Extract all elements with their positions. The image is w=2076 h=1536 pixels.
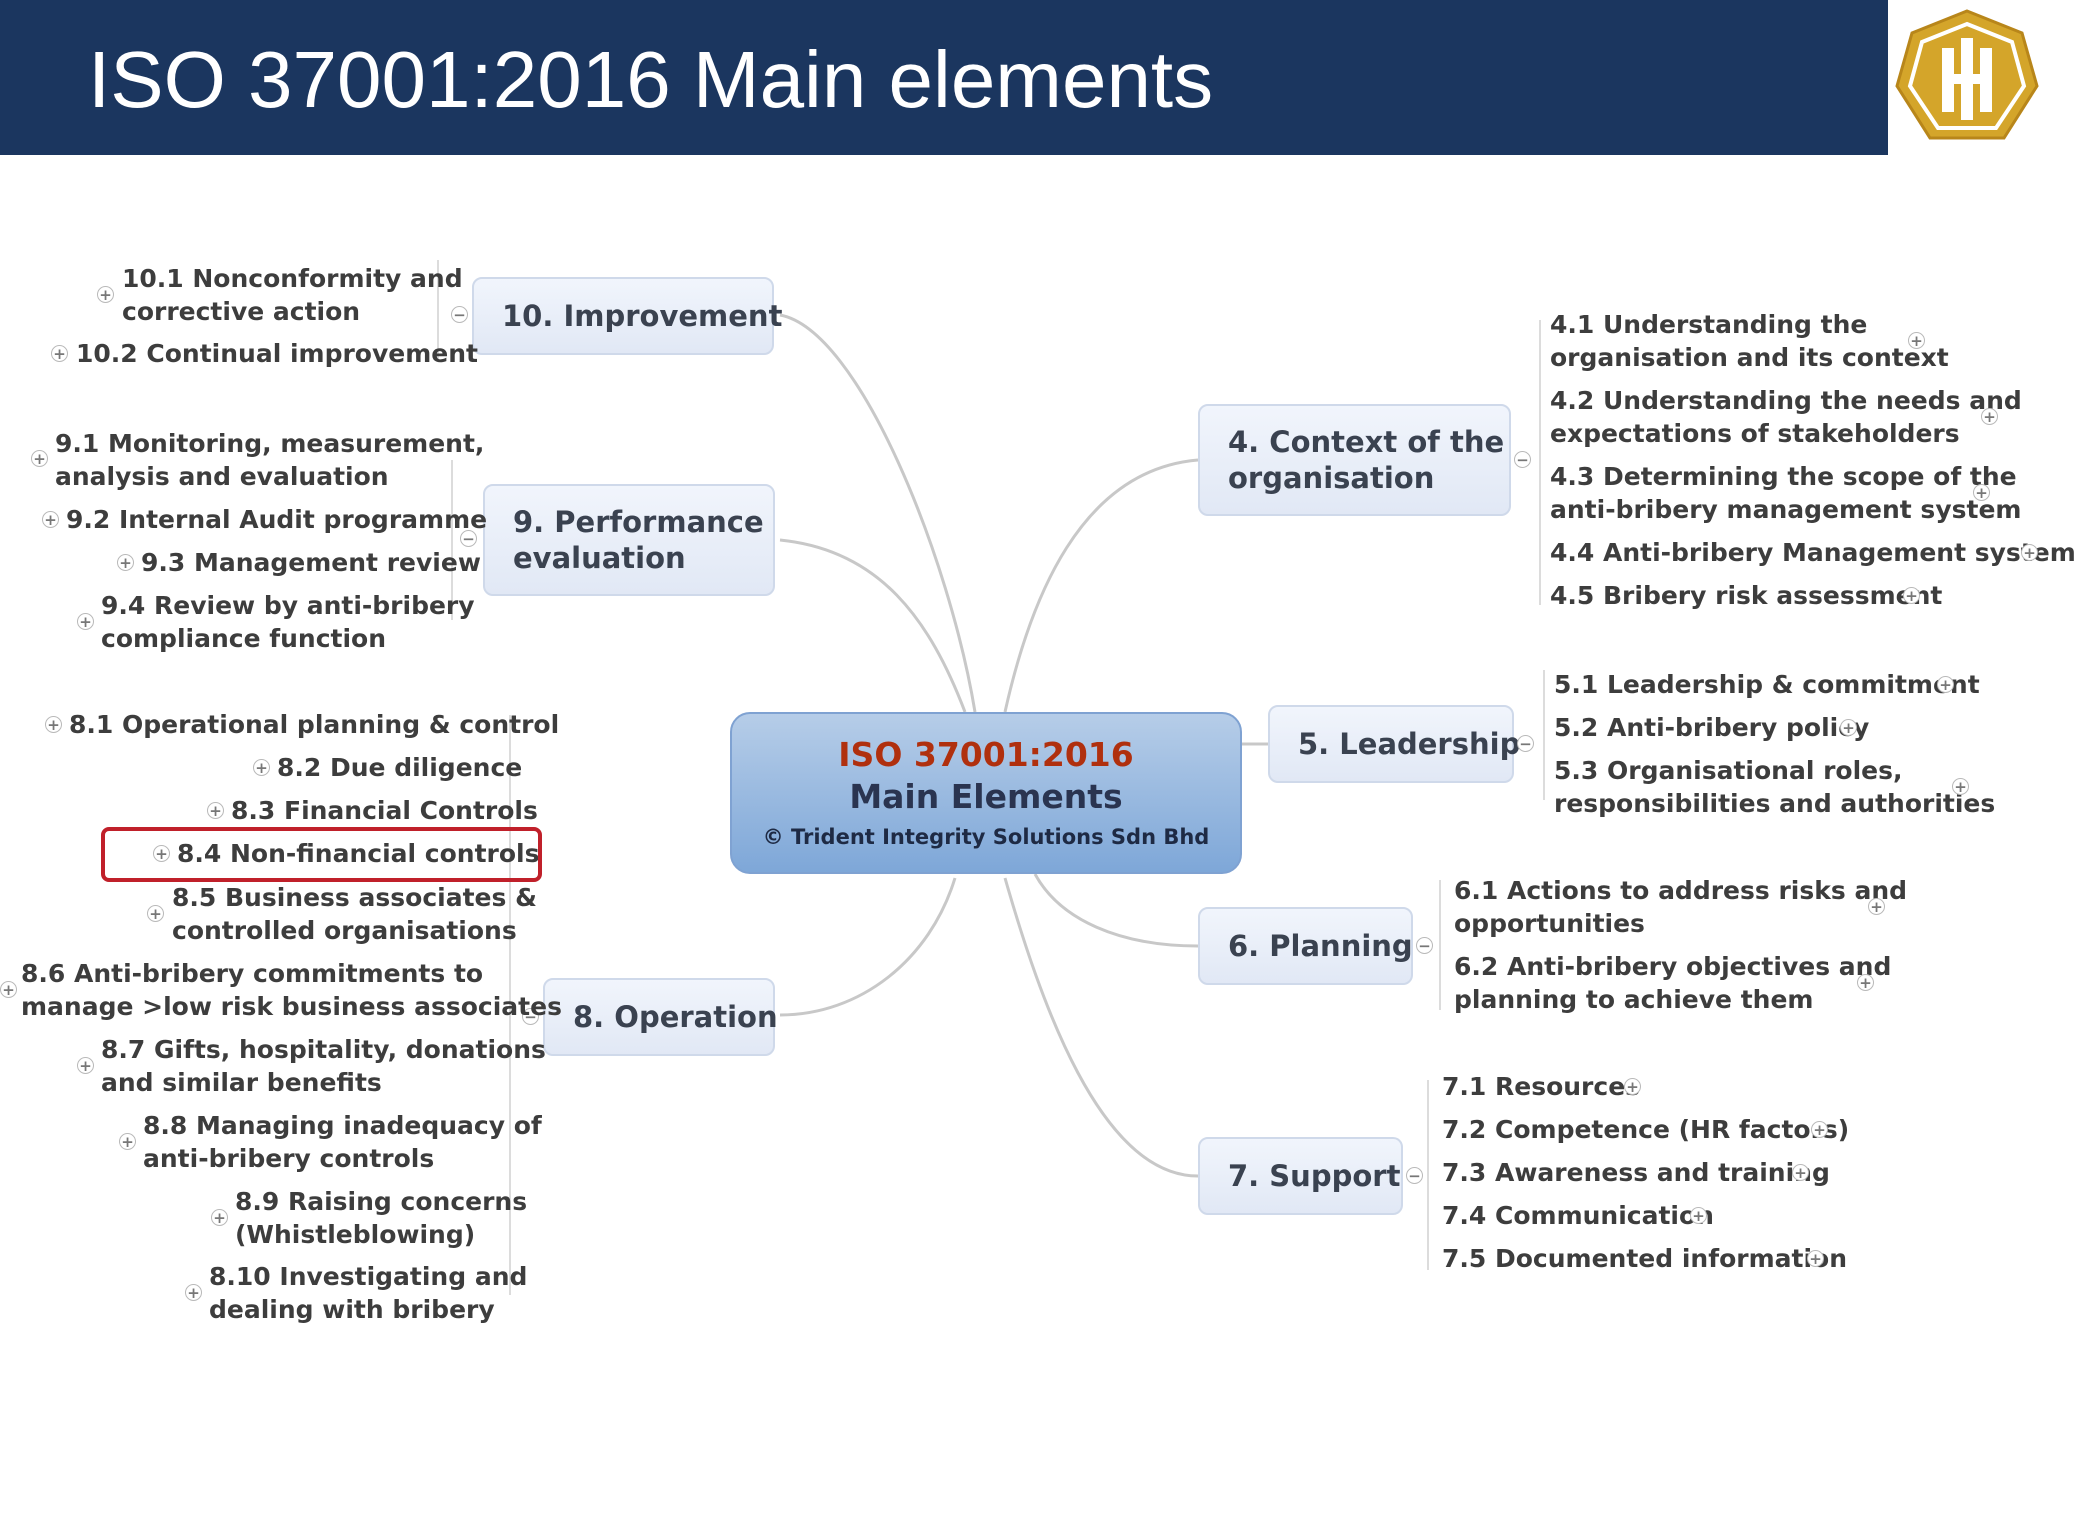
trident-logo-icon [1894, 8, 2040, 148]
leaf-7-4[interactable]: 7.4 Communication [1442, 1201, 1714, 1230]
branch-label: 10. Improvement [502, 299, 783, 333]
branch-label: 5. Leadership [1298, 727, 1521, 761]
branch-leadership[interactable]: 5. Leadership [1268, 705, 1520, 783]
leaf-7-5[interactable]: 7.5 Documented information [1442, 1244, 1848, 1273]
leaf-7-2[interactable]: 7.2 Competence (HR factors) [1442, 1115, 1850, 1144]
expand-icon[interactable]: + [97, 286, 114, 303]
leaf-8-5[interactable]: 8.5 Business associates & controlled org… [172, 883, 537, 945]
expand-icon[interactable]: + [185, 1284, 202, 1301]
branch-label: 8. Operation [573, 1000, 778, 1034]
center-subtitle: Main Elements [849, 777, 1123, 816]
leaf-9-3[interactable]: 9.3 Management review [141, 548, 481, 577]
leaf-9-2[interactable]: 9.2 Internal Audit programme [66, 505, 488, 534]
leaf-8-7[interactable]: 8.7 Gifts, hospitality, donations and si… [101, 1035, 546, 1097]
branch-support[interactable]: 7. Support [1198, 1137, 1403, 1215]
collapse-icon[interactable]: − [460, 530, 477, 547]
leaf-5-3[interactable]: 5.3 Organisational roles, responsibiliti… [1554, 756, 1996, 818]
expand-icon[interactable]: + [253, 759, 270, 776]
leaf-7-1[interactable]: 7.1 Resources [1442, 1072, 1641, 1101]
expand-icon[interactable]: + [77, 613, 94, 630]
expand-icon[interactable]: + [1807, 1250, 1824, 1267]
branch-planning[interactable]: 6. Planning [1198, 907, 1413, 985]
expand-icon[interactable]: + [1690, 1207, 1707, 1224]
branch-context-of-organisation[interactable]: 4. Context of the organisation [1198, 404, 1511, 516]
expand-icon[interactable]: + [1792, 1164, 1809, 1181]
expand-icon[interactable]: + [0, 981, 17, 998]
leaf-4-3[interactable]: 4.3 Determining the scope of the anti-br… [1550, 462, 2022, 524]
branch-performance-evaluation[interactable]: 9. Performance evaluation [483, 484, 775, 596]
expand-icon[interactable]: + [1952, 778, 1969, 795]
expand-icon[interactable]: + [31, 450, 48, 467]
leaf-4-1[interactable]: 4.1 Understanding the organisation and i… [1550, 310, 1949, 372]
collapse-icon[interactable]: − [451, 306, 468, 323]
expand-icon[interactable]: + [1981, 408, 1998, 425]
leaf-8-8[interactable]: 8.8 Managing inadequacy of anti-bribery … [143, 1111, 542, 1173]
expand-icon[interactable]: + [1868, 898, 1885, 915]
expand-icon[interactable]: + [77, 1057, 94, 1074]
expand-icon[interactable]: + [147, 905, 164, 922]
leaf-8-3[interactable]: 8.3 Financial Controls [231, 796, 538, 825]
leaf-6-1[interactable]: 6.1 Actions to address risks and opportu… [1454, 876, 1908, 938]
collapse-icon[interactable]: − [1406, 1167, 1423, 1184]
leaf-8-9[interactable]: 8.9 Raising concerns (Whistleblowing) [235, 1187, 528, 1249]
expand-icon[interactable]: + [207, 802, 224, 819]
branch-operation[interactable]: 8. Operation [543, 978, 778, 1056]
leaf-10-2[interactable]: 10.2 Continual improvement [76, 339, 478, 368]
leaf-10-1[interactable]: 10.1 Nonconformity and corrective action [122, 264, 463, 326]
leaf-8-4[interactable]: 8.4 Non-financial controls [177, 839, 540, 868]
expand-icon[interactable]: + [1903, 587, 1920, 604]
expand-icon[interactable]: + [1857, 974, 1874, 991]
center-title: ISO 37001:2016 [838, 735, 1134, 774]
expand-icon[interactable]: + [51, 345, 68, 362]
collapse-icon[interactable]: − [522, 1008, 539, 1025]
leaf-7-3[interactable]: 7.3 Awareness and training [1442, 1158, 1830, 1187]
leaf-8-2[interactable]: 8.2 Due diligence [277, 753, 523, 782]
expand-icon[interactable]: + [1811, 1121, 1828, 1138]
collapse-icon[interactable]: − [1517, 735, 1534, 752]
leaf-5-1[interactable]: 5.1 Leadership & commitment [1554, 670, 1980, 699]
branch-improvement[interactable]: 10. Improvement [472, 277, 782, 355]
expand-icon[interactable]: + [153, 845, 170, 862]
leaf-8-10[interactable]: 8.10 Investigating and dealing with brib… [209, 1262, 528, 1324]
expand-icon[interactable]: + [119, 1133, 136, 1150]
expand-icon[interactable]: + [1908, 332, 1925, 349]
collapse-icon[interactable]: − [1416, 937, 1433, 954]
leaf-5-2[interactable]: 5.2 Anti-bribery policy [1554, 713, 1870, 742]
expand-icon[interactable]: + [117, 554, 134, 571]
expand-icon[interactable]: + [1840, 719, 1857, 736]
expand-icon[interactable]: + [1624, 1078, 1641, 1095]
leaf-8-1[interactable]: 8.1 Operational planning & control [69, 710, 560, 739]
central-topic[interactable]: ISO 37001:2016 Main Elements © Trident I… [730, 712, 1242, 874]
branch-label: 6. Planning [1228, 929, 1413, 963]
expand-icon[interactable]: + [1937, 676, 1954, 693]
page-title: ISO 37001:2016 Main elements [88, 35, 1214, 124]
leaf-8-6[interactable]: 8.6 Anti-bribery commitments to manage >… [21, 959, 562, 1021]
expand-icon[interactable]: + [45, 716, 62, 733]
expand-icon[interactable]: + [42, 511, 59, 528]
branch-label: 4. Context of the organisation [1228, 425, 1505, 495]
collapse-icon[interactable]: − [1514, 451, 1531, 468]
leaf-4-2[interactable]: 4.2 Understanding the needs and expectat… [1550, 386, 2022, 448]
branch-label: 9. Performance evaluation [513, 505, 764, 575]
leaf-9-1[interactable]: 9.1 Monitoring, measurement, analysis an… [55, 429, 485, 491]
expand-icon[interactable]: + [2021, 544, 2038, 561]
leaf-9-4[interactable]: 9.4 Review by anti-bribery compliance fu… [101, 591, 475, 653]
highlight-box [101, 827, 542, 882]
expand-icon[interactable]: + [1973, 484, 1990, 501]
leaf-4-4[interactable]: 4.4 Anti-bribery Management system [1550, 538, 2076, 567]
branch-label: 7. Support [1228, 1159, 1401, 1193]
leaf-4-5[interactable]: 4.5 Bribery risk assessment [1550, 581, 1943, 610]
title-bar: ISO 37001:2016 Main elements [0, 0, 1888, 155]
leaf-6-2[interactable]: 6.2 Anti-bribery objectives and planning… [1454, 952, 1892, 1014]
center-copyright: © Trident Integrity Solutions Sdn Bhd [762, 825, 1210, 849]
expand-icon[interactable]: + [211, 1209, 228, 1226]
